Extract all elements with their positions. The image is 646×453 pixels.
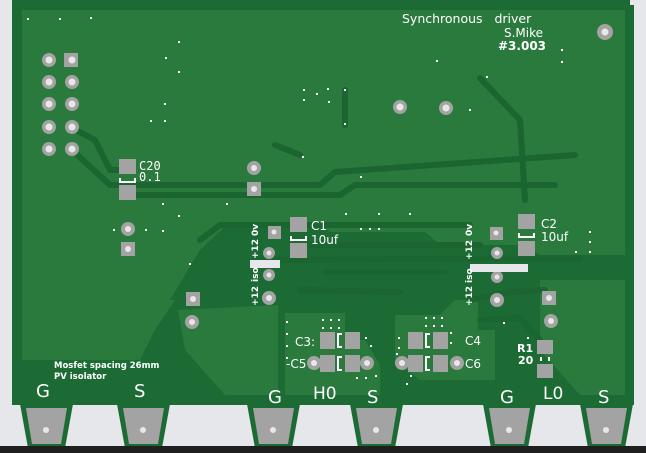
c1-ref: C1: [311, 219, 327, 233]
terminal-label-s3: S: [598, 387, 609, 408]
conn-left-label-0v: 0v: [251, 224, 261, 236]
iso-bar-right: [470, 264, 528, 272]
traces: [69, 75, 583, 343]
copper-pour-right: [540, 280, 625, 395]
terminal-tab-s3[interactable]: [580, 404, 633, 448]
smd-pads: [119, 159, 553, 378]
terminal-label-s2: S: [367, 387, 378, 408]
conn-left-label-iso: iso: [251, 267, 261, 282]
board-title: Synchronous driver: [402, 11, 532, 26]
channel-high-label: H0: [313, 384, 337, 404]
terminal-tab-g1[interactable]: [20, 404, 73, 448]
c6-ref: C6: [465, 357, 481, 371]
board-revision: #3.003: [498, 39, 546, 53]
c2-value: 10uf: [541, 230, 569, 244]
r1-ref: R1: [517, 342, 533, 355]
note-line-2: PV isolator: [54, 372, 107, 382]
through-hole-pads: [121, 24, 613, 329]
polarity-marks: [119, 178, 550, 371]
conn-right-label-iso: iso: [465, 268, 475, 283]
conn-right-label-12v-b: +12: [465, 286, 475, 306]
copper-pour-center: [178, 305, 278, 395]
c2-ref: C2: [541, 217, 557, 231]
c5-ref: -C5: [286, 357, 306, 371]
copper-pour-c3-block: [285, 313, 380, 395]
window-bottom-edge: [0, 446, 646, 453]
terminal-tab-g3[interactable]: [483, 404, 536, 448]
note-line-1: Mosfet spacing 26mm: [54, 361, 159, 371]
terminal-tab-s2[interactable]: [350, 404, 403, 448]
terminal-label-g3: G: [500, 387, 514, 408]
terminal-tab-s1[interactable]: [117, 404, 170, 448]
conn-right-label-0v: 0v: [465, 224, 475, 236]
c20-value: 0.1: [139, 170, 161, 184]
board-top-notch: [630, 0, 646, 5]
conn-left-label-12v-a: +12: [251, 239, 261, 259]
channel-low-label: L0: [543, 384, 563, 404]
conn-right-label-12v-a: +12: [465, 240, 475, 260]
conn-left-label-12v-b: +12: [251, 286, 261, 306]
silkscreen-text: Synchronous driver S.Mike #3.003 C20 0.1…: [36, 11, 609, 408]
c1-value: 10uf: [311, 233, 339, 247]
terminal-label-s1: S: [134, 381, 145, 402]
copper-pour-main: [22, 10, 625, 300]
terminal-tabs: [20, 404, 633, 448]
board-author: S.Mike: [504, 26, 543, 40]
c20-ref: C20: [139, 159, 161, 173]
via-dots: [27, 17, 591, 385]
copper-pour-left: [22, 300, 175, 360]
smd-drills: [311, 360, 460, 366]
r1-value: 20: [518, 354, 534, 367]
iso-bar-left: [250, 260, 280, 268]
c3-ref: C3:: [295, 335, 315, 349]
terminal-label-g1: G: [36, 381, 50, 402]
c4-ref: C4: [465, 334, 481, 348]
header-connector: [42, 53, 79, 156]
terminal-label-g2: G: [268, 387, 282, 408]
terminal-tab-g2[interactable]: [247, 404, 300, 448]
